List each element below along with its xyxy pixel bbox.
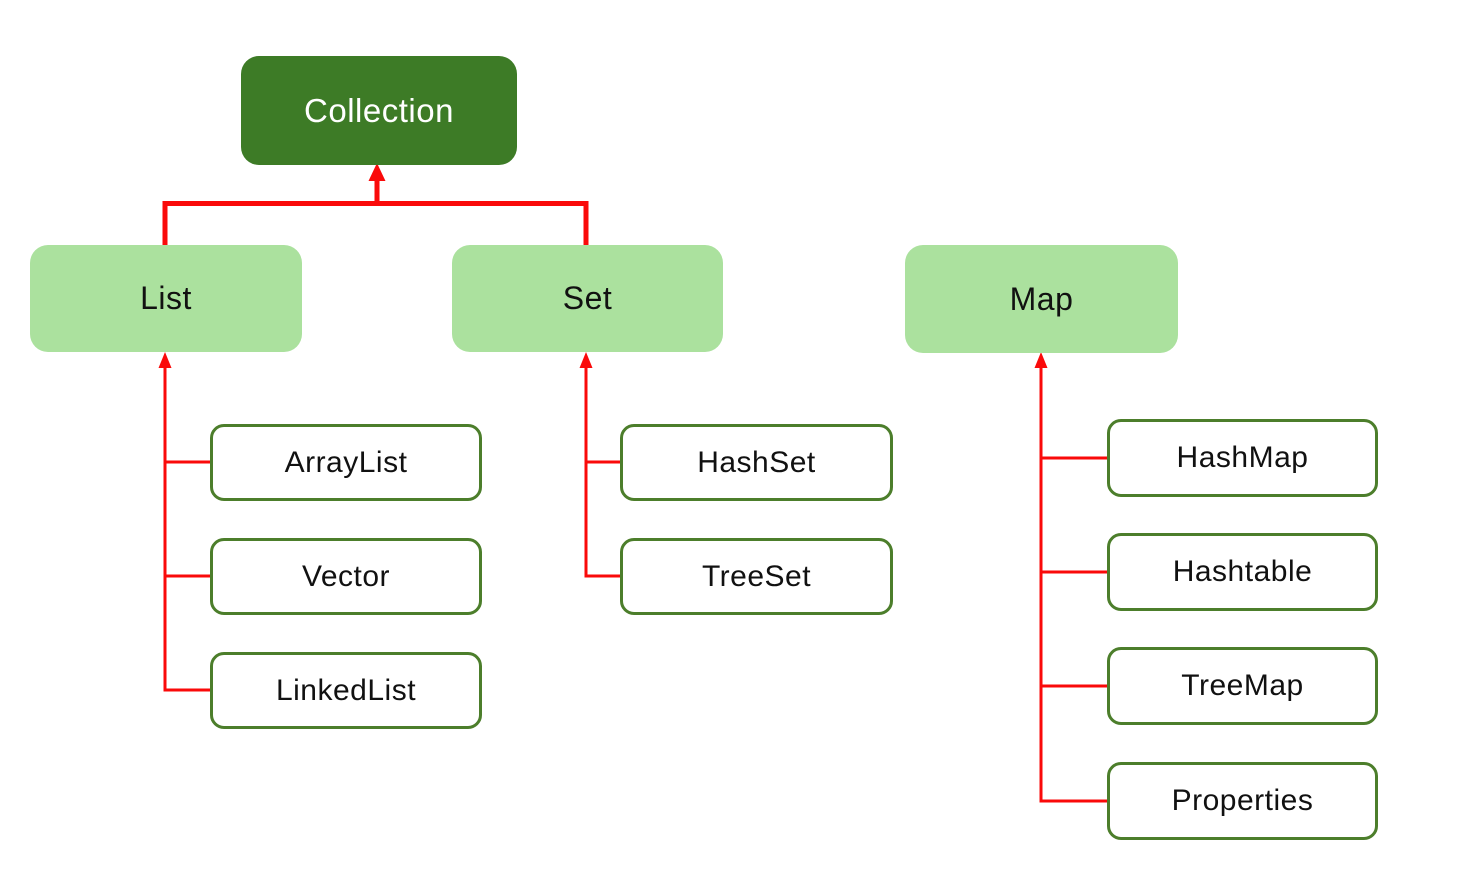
node-set: Set	[452, 245, 723, 352]
node-treeset: TreeSet	[620, 538, 893, 615]
node-collection: Collection	[241, 56, 517, 165]
set-arrowhead-icon	[579, 352, 593, 368]
node-hashtable: Hashtable	[1107, 533, 1378, 611]
collection-arrowhead-icon	[368, 163, 386, 181]
node-properties: Properties	[1107, 762, 1378, 840]
node-hashmap: HashMap	[1107, 419, 1378, 497]
node-list: List	[30, 245, 302, 352]
map-arrowhead-icon	[1034, 352, 1048, 368]
trunk-connector	[162, 201, 589, 246]
node-map: Map	[905, 245, 1178, 353]
node-arraylist: ArrayList	[210, 424, 482, 501]
node-vector: Vector	[210, 538, 482, 615]
node-treemap: TreeMap	[1107, 647, 1378, 725]
list-arrowhead-icon	[158, 352, 172, 368]
node-hashset: HashSet	[620, 424, 893, 501]
node-linkedlist: LinkedList	[210, 652, 482, 729]
